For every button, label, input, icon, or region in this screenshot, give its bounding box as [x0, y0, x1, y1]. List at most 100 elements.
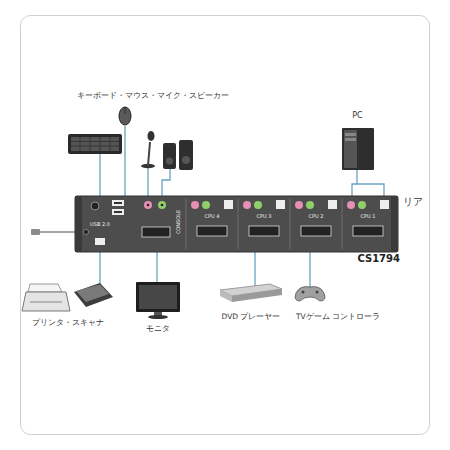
device-label: PC — [352, 111, 362, 121]
scanner-lid — [76, 285, 109, 303]
device-label: プリンタ・スキャナ — [32, 318, 104, 327]
device-group: プリンタ・スキャナ — [20, 276, 115, 328]
power-jack — [83, 229, 88, 234]
speaker-cone — [166, 158, 173, 165]
usb-port — [112, 209, 124, 215]
controller-device: TVゲーム コントローラ — [292, 278, 384, 322]
pc-device: PC — [330, 108, 385, 176]
speaker-icon — [179, 140, 193, 170]
usb-b-port — [380, 200, 389, 209]
hdmi-port — [142, 227, 170, 237]
dvd-front — [232, 289, 282, 302]
mic-jack — [347, 201, 355, 209]
pc-drive — [345, 138, 356, 141]
pc-bezel — [344, 130, 357, 168]
controller-button — [316, 291, 319, 294]
section-divider — [186, 199, 342, 249]
section-label: CPU 2 — [309, 214, 324, 219]
hdmi-port — [353, 226, 383, 236]
cable-stub — [124, 192, 125, 196]
section-label: CPU 3 — [257, 214, 272, 219]
dvd-device: DVD プレーヤー — [212, 278, 290, 322]
keyboard-grid — [71, 137, 119, 151]
cable-connector — [99, 266, 100, 276]
mouse-cable — [124, 126, 125, 174]
section-label: CONSOLE — [176, 210, 181, 234]
hdmi-port — [301, 226, 331, 236]
controller-button — [302, 291, 305, 294]
speaker-cone — [182, 156, 190, 164]
mouse-icon — [119, 107, 131, 125]
cable-stub — [309, 252, 310, 266]
usb-port — [112, 200, 124, 206]
section-label: CPU 4 — [205, 214, 220, 219]
switch-end — [75, 196, 82, 252]
cable-connector — [254, 266, 255, 278]
monitor-screen — [139, 285, 177, 309]
pc-bracket-leg — [352, 184, 357, 196]
keyboard-keys — [71, 137, 119, 151]
kvm-switch: リア CS1794 — [72, 192, 428, 266]
speaker-jack — [358, 201, 366, 209]
scanner-icon — [74, 283, 113, 307]
speaker-cable — [162, 169, 170, 196]
switch-body — [75, 196, 398, 252]
keyboard-cable — [99, 154, 100, 196]
usb-b-port — [276, 200, 285, 209]
usb-slot — [114, 211, 122, 213]
switch-end — [391, 196, 398, 252]
hdmi-port — [249, 226, 279, 236]
monitor-device: モニタ — [130, 278, 186, 334]
controller-icon — [295, 287, 325, 301]
device-label: TVゲーム コントローラ — [296, 312, 380, 321]
monitor-base — [148, 315, 168, 319]
speaker-jack — [158, 201, 166, 209]
usb-slot — [114, 202, 122, 204]
keyboard-icon — [68, 134, 122, 154]
dvd-side — [220, 290, 232, 302]
mic-stem — [148, 142, 150, 166]
device-label: キーボード・マウス・マイク・スピーカー — [77, 91, 229, 101]
mic-cable — [147, 167, 148, 196]
mouse-button — [125, 107, 126, 114]
mic-jack — [191, 201, 199, 209]
cable-stub — [99, 252, 100, 266]
speaker-icon — [163, 143, 176, 169]
device-group: キーボード・マウス・マイク・スピーカー — [60, 88, 245, 174]
frame — [21, 16, 430, 435]
device-label: リア — [403, 196, 423, 208]
monitor-cable — [156, 278, 157, 282]
device-label: DVD プレーヤー — [222, 312, 281, 321]
mic-jack — [144, 201, 152, 209]
model-label: CS1794 — [357, 253, 400, 265]
cable-connector — [124, 174, 125, 192]
power-plug — [31, 229, 40, 235]
usb-port — [95, 238, 105, 245]
power-cable — [40, 231, 78, 232]
printer-tray — [28, 284, 62, 292]
printer-icon — [22, 292, 70, 311]
mic-head — [148, 131, 155, 141]
port-label: USB 2.0 — [90, 222, 110, 227]
cable-stub — [383, 192, 384, 196]
device-label: モニタ — [146, 324, 170, 333]
pc-tower — [342, 128, 374, 170]
jack-hole — [161, 204, 164, 207]
monitor-icon — [136, 282, 180, 312]
printer-slot — [30, 302, 62, 303]
cable-stub — [254, 252, 255, 266]
pc-cable — [356, 170, 357, 176]
cable-connector — [156, 266, 157, 278]
cable-connector — [309, 266, 310, 278]
jack-hole — [147, 204, 150, 207]
pc-drive — [345, 133, 356, 136]
cpu-ports — [191, 200, 389, 236]
controller-cable — [309, 278, 310, 287]
mic-jack — [243, 201, 251, 209]
cable-connector — [357, 176, 384, 192]
hdmi-port — [197, 226, 227, 236]
mic-jack — [295, 201, 303, 209]
